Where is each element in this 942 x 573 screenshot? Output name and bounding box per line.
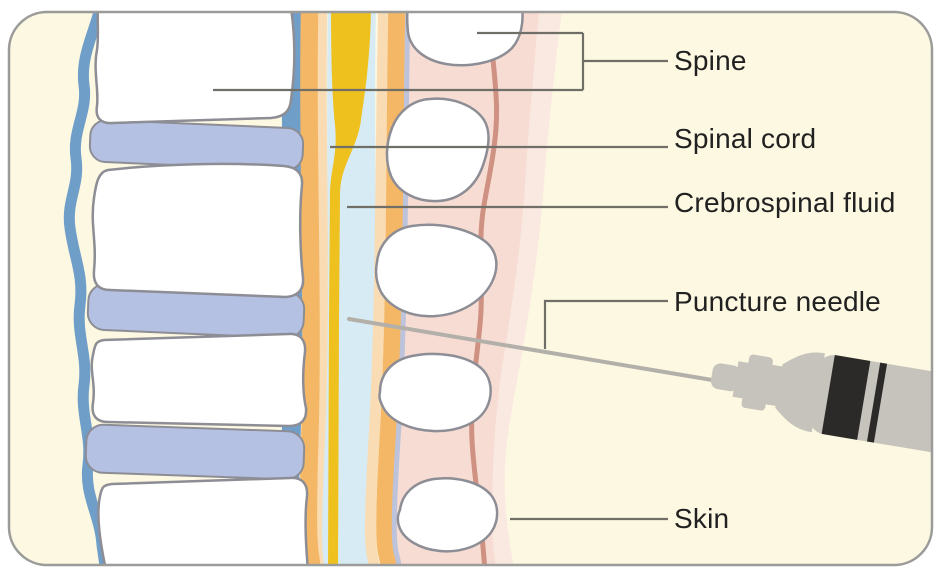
vertebra — [91, 162, 305, 299]
disc — [84, 423, 306, 481]
spinous-process — [378, 352, 492, 433]
vertebra — [97, 476, 310, 565]
spinous-process — [406, 12, 524, 67]
vertebra — [94, 12, 296, 125]
needle-shaft — [347, 317, 720, 383]
barrel-band — [821, 355, 871, 440]
vertebral-bodies — [90, 12, 310, 565]
fat-band-right — [364, 12, 390, 565]
spinous-process — [385, 97, 490, 203]
label-puncture-needle: Puncture needle — [674, 286, 881, 317]
syringe-illustration — [710, 352, 932, 475]
epidural-band-left — [299, 12, 322, 565]
leader-lines — [213, 31, 668, 521]
label-cerebrospinal-fluid: Crebrospinal fluid — [674, 187, 896, 218]
intervertebral-discs — [84, 119, 306, 481]
label-spinal-cord: Spinal cord — [674, 123, 817, 154]
spinous-process — [396, 477, 499, 553]
barrel-stripe — [866, 362, 888, 443]
frame-border — [7, 10, 934, 567]
vertebra — [90, 332, 308, 428]
needle-hub — [710, 363, 741, 392]
label-spine: Spine — [674, 45, 747, 76]
needle-leader-bracket — [543, 299, 668, 349]
spinal-cord-shape — [328, 12, 371, 565]
spine-leader-bracket — [213, 31, 668, 92]
spinous-process — [374, 223, 498, 318]
spinous-processes — [374, 12, 524, 553]
label-skin: Skin — [674, 503, 730, 534]
disc — [88, 119, 305, 171]
